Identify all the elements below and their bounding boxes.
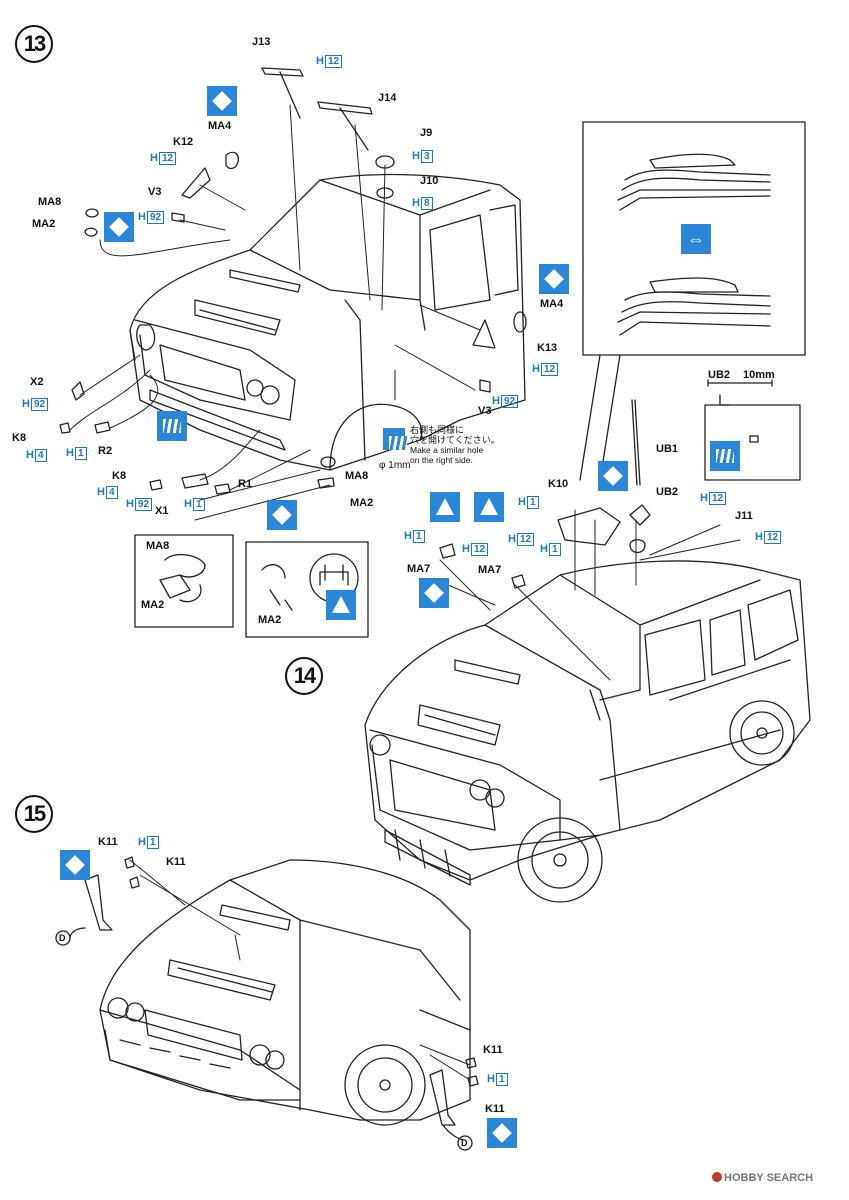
car-step14 (364, 560, 811, 903)
part-label-k11-c: K11 (483, 1044, 503, 1056)
part-label-d-left: D (59, 933, 66, 943)
part-label-j9: J9 (420, 127, 433, 139)
part-label-r1: R1 (238, 478, 253, 490)
parts-13 (59, 67, 527, 495)
decal-icon (157, 411, 187, 441)
part-label-ma8-mid: MA8 (345, 470, 369, 482)
parts-15 (69, 856, 479, 1141)
step-number-13: 13 (15, 25, 53, 63)
triangle-icon (326, 590, 356, 620)
part-label-k10: K10 (548, 478, 569, 490)
part-label-k13: K13 (537, 342, 558, 354)
part-label-ma8-top: MA8 (38, 196, 62, 208)
parts-14 (439, 399, 651, 589)
part-label-ma4-top: MA4 (208, 120, 232, 132)
glue-diamond-icon (419, 578, 449, 608)
watermark: HOBBY SEARCH (712, 1172, 813, 1184)
part-label-ma2-top: MA2 (32, 218, 56, 230)
leader-lines-14 (439, 509, 741, 681)
d-marker-left (55, 930, 71, 946)
decal-icon (710, 441, 740, 471)
part-label-d-right: D (461, 1138, 468, 1148)
part-label-ma7-left: MA7 (407, 563, 431, 575)
part-label-j14: J14 (378, 92, 397, 104)
part-label-v3-right: V3 (478, 405, 492, 417)
part-label-j10: J10 (420, 175, 439, 187)
part-label-ma2-box: MA2 (141, 599, 165, 611)
part-label-ub2-detail: UB2 (708, 369, 731, 381)
inset-boxes (134, 534, 369, 638)
leader-lines-15 (129, 859, 471, 1081)
glue-diamond-icon (487, 1118, 517, 1148)
glue-diamond-icon (104, 212, 134, 242)
glue-diamond-icon (267, 500, 297, 530)
part-label-j13: J13 (252, 36, 271, 48)
part-label-ma2-mid: MA2 (350, 497, 374, 509)
part-label-ub2-size: 10mm (743, 369, 775, 381)
glue-diamond-icon (539, 264, 569, 294)
hole-diameter: φ 1mm (379, 460, 411, 471)
hole-note: 右側も同様に 穴を開けてください。 Make a similar hole on… (410, 425, 500, 465)
step-number-15: 15 (15, 795, 53, 833)
part-label-x2: X2 (30, 376, 44, 388)
part-label-ma2-box2: MA2 (258, 614, 282, 626)
glue-diamond-icon (598, 461, 628, 491)
part-label-j11: J11 (735, 510, 753, 522)
part-label-ub2: UB2 (656, 486, 679, 498)
part-label-x1: X1 (155, 505, 169, 517)
glue-diamond-icon (207, 86, 237, 116)
part-label-k11-a: K11 (98, 836, 118, 848)
swap-arrows-icon: ⇔ (681, 224, 711, 254)
part-label-k11-b: K11 (166, 856, 186, 868)
part-label-k12: K12 (173, 136, 194, 148)
drill-icon (383, 428, 407, 450)
leader-lines-13 (69, 104, 481, 521)
part-label-k8-mid: K8 (112, 470, 127, 482)
part-label-ma4-right: MA4 (540, 298, 564, 310)
part-label-v3-top: V3 (148, 186, 162, 198)
part-label-k8-left: K8 (12, 432, 27, 444)
triangle-icon (474, 492, 504, 522)
d-marker-right (457, 1135, 473, 1151)
step-number-14: 14 (285, 657, 323, 695)
part-label-ub1: UB1 (656, 443, 679, 455)
part-label-k11-d: K11 (485, 1103, 505, 1115)
car-step15 (99, 859, 471, 1126)
triangle-icon (430, 492, 460, 522)
part-label-ma7-mid: MA7 (478, 564, 502, 576)
part-label-r2: R2 (98, 445, 113, 457)
glue-diamond-icon (60, 850, 90, 880)
part-label-ma8-box: MA8 (146, 540, 170, 552)
car-step13 (129, 173, 526, 471)
